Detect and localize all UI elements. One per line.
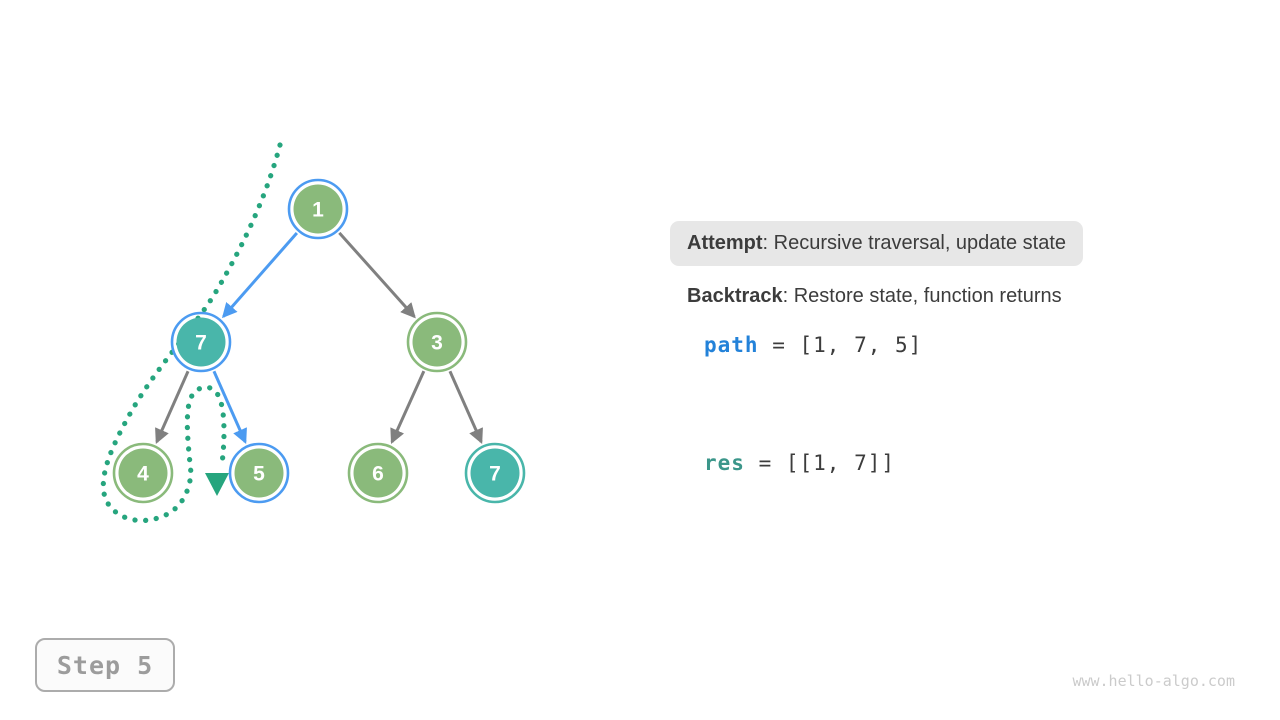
tree-node-value: 1 [312,199,324,222]
tree-node-4: 4 [112,442,174,504]
tree-edge-n7l-n4 [155,370,190,444]
tree-node-3: 3 [406,311,468,373]
path-value: = [1, 7, 5] [758,333,923,357]
tree-edge-n3-n6 [390,370,426,445]
tree-edge-n1-n3 [338,231,416,319]
tree-node-value: 4 [137,463,149,486]
tree-node-value: 3 [431,332,443,355]
tree-node-value: 6 [372,463,384,486]
state-panel: Attempt: Recursive traversal, update sta… [670,221,1247,310]
attempt-caption: Attempt: Recursive traversal, update sta… [670,221,1247,266]
tree-node-value: 7 [489,463,501,486]
watermark-url: www.hello-algo.com [1072,672,1235,690]
path-state-line: path = [1, 7, 5] [704,333,922,357]
tree-edge-n3-n7r [448,370,483,444]
tree-node-6: 6 [347,442,409,504]
backtrack-label: Backtrack [687,285,783,307]
attempt-text: : Recursive traversal, update state [762,232,1067,254]
tree-node-value: 5 [253,463,265,486]
tree-node-value: 7 [195,332,207,355]
attempt-highlight-chip: Attempt: Recursive traversal, update sta… [670,221,1084,266]
res-value: = [[1, 7]] [744,451,896,475]
tree-node-5: 5 [228,442,290,504]
step-indicator: Step 5 [35,638,175,692]
tree-edge-n7l-n5 [212,370,247,444]
tree-node-1: 1 [287,178,349,240]
step-indicator-label: Step 5 [56,650,154,680]
traversal-trace-arrowhead [205,473,229,496]
tree-edge-n1-n7l [221,232,298,319]
attempt-label: Attempt [687,232,763,254]
tree-node-7: 7 [170,311,232,373]
backtrack-caption: Backtrack: Restore state, function retur… [687,283,1247,310]
traversal-trace-dotted-path [100,142,283,524]
res-variable: res [704,451,745,475]
path-variable: path [704,333,759,357]
tree-node-7: 7 [464,442,526,504]
backtrack-text: : Restore state, function returns [782,285,1062,307]
res-state-line: res = [[1, 7]] [704,451,895,475]
